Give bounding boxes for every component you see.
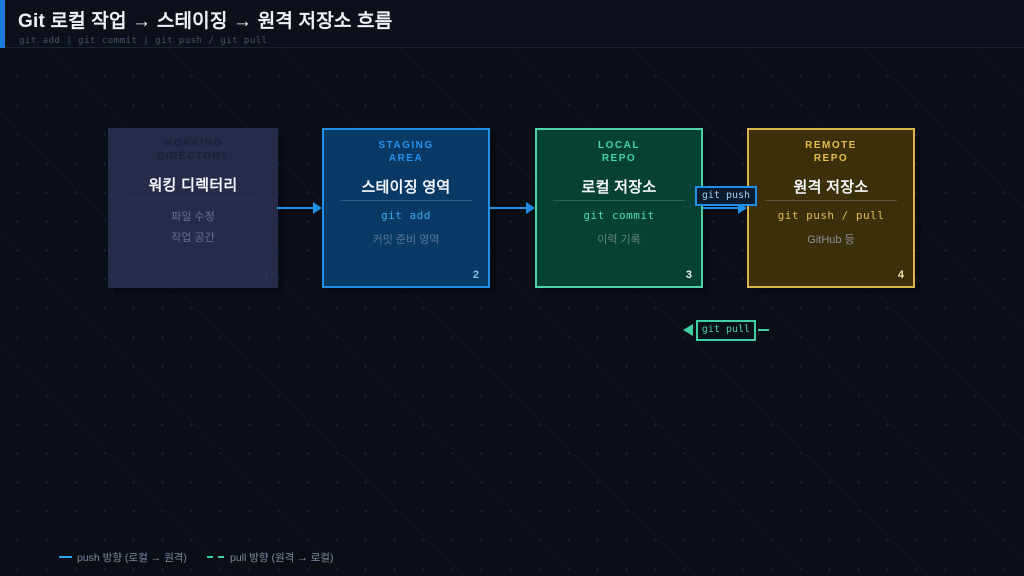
local-repo-box: LOCAL REPO 로컬 저장소 git commit 이력 기록 3 [535,128,703,288]
eyebrow-line: WORKING [163,138,223,149]
legend-push-label: push 방향 (로컬 → 원격) [77,552,187,564]
arrowhead-right-icon [313,202,322,214]
eyebrow-line: AREA [388,153,424,164]
arrow-working-to-staging [277,207,314,209]
eyebrow-line: DIRECTORY [157,151,229,162]
step-number-badge: 1 [262,271,269,283]
remote-repo-eyebrow: REMOTE REPO [749,139,913,165]
remote-repo-command: git push / pull [777,209,885,222]
node-divider [553,200,685,201]
node-divider [124,198,262,199]
git-push-label: git push [695,186,757,206]
arrowhead-right-icon [738,202,747,214]
eyebrow-line: REMOTE [805,140,857,151]
arrowhead-right-icon [526,202,535,214]
remote-repo-detail: GitHub 등 [807,234,855,246]
arrowhead-left-icon [683,324,693,336]
working-directory-box: WORKING DIRECTORY 워킹 디렉터리 파일 수정 작업 공간 1 [108,128,278,288]
step-number-badge: 2 [472,269,479,281]
node-divider [765,200,897,201]
arrow-staging-to-local [490,207,527,209]
remote-repo-box: REMOTE REPO 원격 저장소 git push / pull GitHu… [747,128,915,288]
local-repo-title: 로컬 저장소 [581,179,657,196]
working-directory-eyebrow: WORKING DIRECTORY [108,137,278,163]
eyebrow-line: REPO [601,153,637,164]
working-directory-detail-1: 파일 수정 [171,211,215,223]
local-repo-detail: 이력 기록 [597,234,641,246]
step-number-badge: 3 [685,269,692,281]
step-number-badge: 4 [897,269,904,281]
eyebrow-line: REPO [813,153,849,164]
page-subtitle: git add | git commit | git push / git pu… [19,36,268,46]
working-directory-title: 워킹 디렉터리 [148,177,238,194]
staging-area-box: STAGING AREA 스테이징 영역 git add 커밋 준비 영역 2 [322,128,490,288]
staging-area-detail: 커밋 준비 영역 [372,234,440,246]
remote-repo-title: 원격 저장소 [793,179,869,196]
page-title: Git 로컬 작업 → 스테이징 → 원격 저장소 흐름 [18,11,393,32]
local-repo-eyebrow: LOCAL REPO [537,139,701,165]
legend-pull-swatch [218,556,224,558]
eyebrow-line: STAGING [378,140,434,151]
staging-area-title: 스테이징 영역 [361,179,451,196]
header: Git 로컬 작업 → 스테이징 → 원격 저장소 흐름 git add | g… [0,0,1024,48]
staging-area-eyebrow: STAGING AREA [324,139,488,165]
legend-pull-label: pull 방향 (원격 → 로컬) [230,552,334,564]
working-directory-detail-2: 작업 공간 [171,232,215,244]
arrow-local-to-remote [703,207,739,209]
legend-pull-swatch [207,556,213,558]
git-pull-label: git pull [696,320,756,341]
local-repo-command: git commit [583,209,655,222]
eyebrow-line: LOCAL [598,140,640,151]
node-divider [340,200,472,201]
legend-push-swatch [59,556,72,558]
header-accent-bar [0,0,5,48]
staging-area-command: git add [381,209,431,222]
pull-dashed-segment [758,329,769,331]
